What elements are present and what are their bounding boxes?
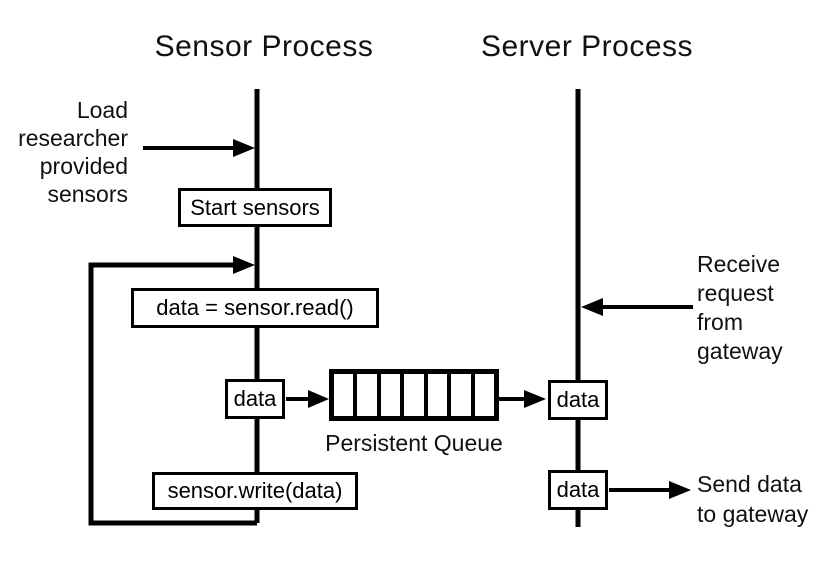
sensor-process-title: Sensor Process <box>154 30 374 63</box>
load-arrow-head <box>233 139 255 157</box>
queue-cell <box>381 374 405 416</box>
start-sensors-box: Start sensors <box>178 188 332 227</box>
persistent-queue <box>329 369 499 421</box>
queue-to-data-arrow-head <box>524 390 546 408</box>
receive-arrow-head <box>581 298 603 316</box>
queue-cell <box>428 374 452 416</box>
sensor-write-box: sensor.write(data) <box>152 472 358 510</box>
server-data-send-box: data <box>548 470 608 510</box>
send-arrow-head <box>669 481 691 499</box>
server-data-in-box: data <box>548 380 608 420</box>
sensor-data-box: data <box>225 379 285 419</box>
sensor-read-box: data = sensor.read() <box>131 288 379 328</box>
send-data-annotation: Send data to gateway <box>697 471 809 527</box>
load-sensors-annotation: Load researcher provided sensors <box>18 97 128 207</box>
queue-cell <box>334 374 358 416</box>
queue-cell <box>451 374 475 416</box>
queue-cell <box>404 374 428 416</box>
server-process-title: Server Process <box>480 30 694 63</box>
persistent-queue-label: Persistent Queue <box>325 430 503 456</box>
queue-cell <box>357 374 381 416</box>
receive-request-annotation: Receive request from gateway <box>697 251 783 364</box>
loop-arrow-head <box>233 256 255 274</box>
data-to-queue-arrow-head <box>308 390 329 408</box>
queue-cell <box>475 374 494 416</box>
